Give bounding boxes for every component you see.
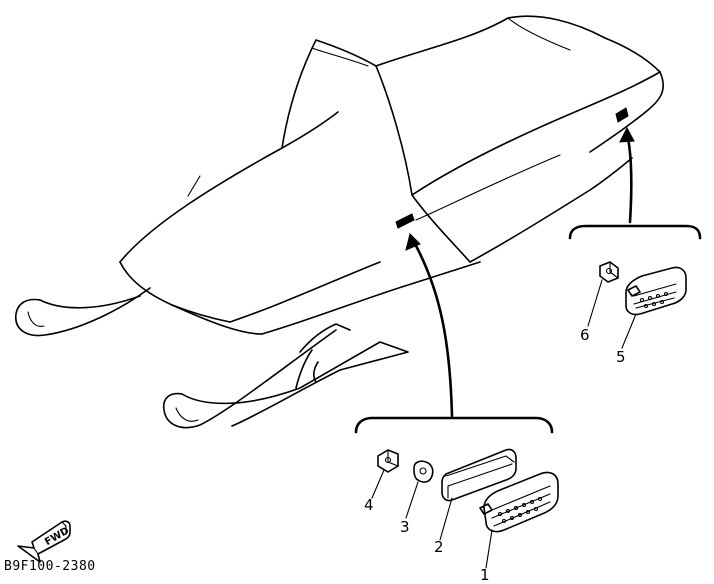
part-2-base-plate — [441, 448, 517, 502]
callout-2: 2 — [434, 538, 444, 556]
leader-arrow-rear — [619, 126, 635, 224]
decal-mark-rear — [615, 107, 629, 123]
part-4-grommet — [377, 449, 399, 473]
part-5-reflector — [625, 266, 687, 316]
part-6-grommet — [599, 261, 619, 283]
callout-3: 3 — [400, 518, 410, 536]
leader-arrow-front — [405, 233, 454, 418]
leader-line-2 — [439, 497, 453, 541]
leader-line-6 — [587, 279, 603, 327]
leader-line-1 — [485, 529, 493, 569]
part-3-nut — [413, 460, 434, 483]
drawing-code: B9F100-2380 — [4, 559, 96, 574]
snowmobile-illustration — [15, 15, 664, 429]
decal-mark-front — [395, 213, 415, 229]
part-1-reflector — [479, 471, 559, 533]
callout-4: 4 — [364, 496, 374, 514]
callout-6: 6 — [580, 326, 590, 344]
leader-line-3 — [405, 481, 419, 519]
leader-line-4 — [371, 469, 385, 499]
group-bracket-front — [354, 416, 554, 434]
fwd-label: FWD — [43, 525, 71, 548]
callout-5: 5 — [616, 348, 626, 366]
fwd-arrow-icon: FWD — [17, 520, 71, 563]
leader-line-5 — [621, 313, 637, 349]
callout-1: 1 — [480, 566, 490, 584]
group-bracket-rear — [568, 224, 702, 240]
